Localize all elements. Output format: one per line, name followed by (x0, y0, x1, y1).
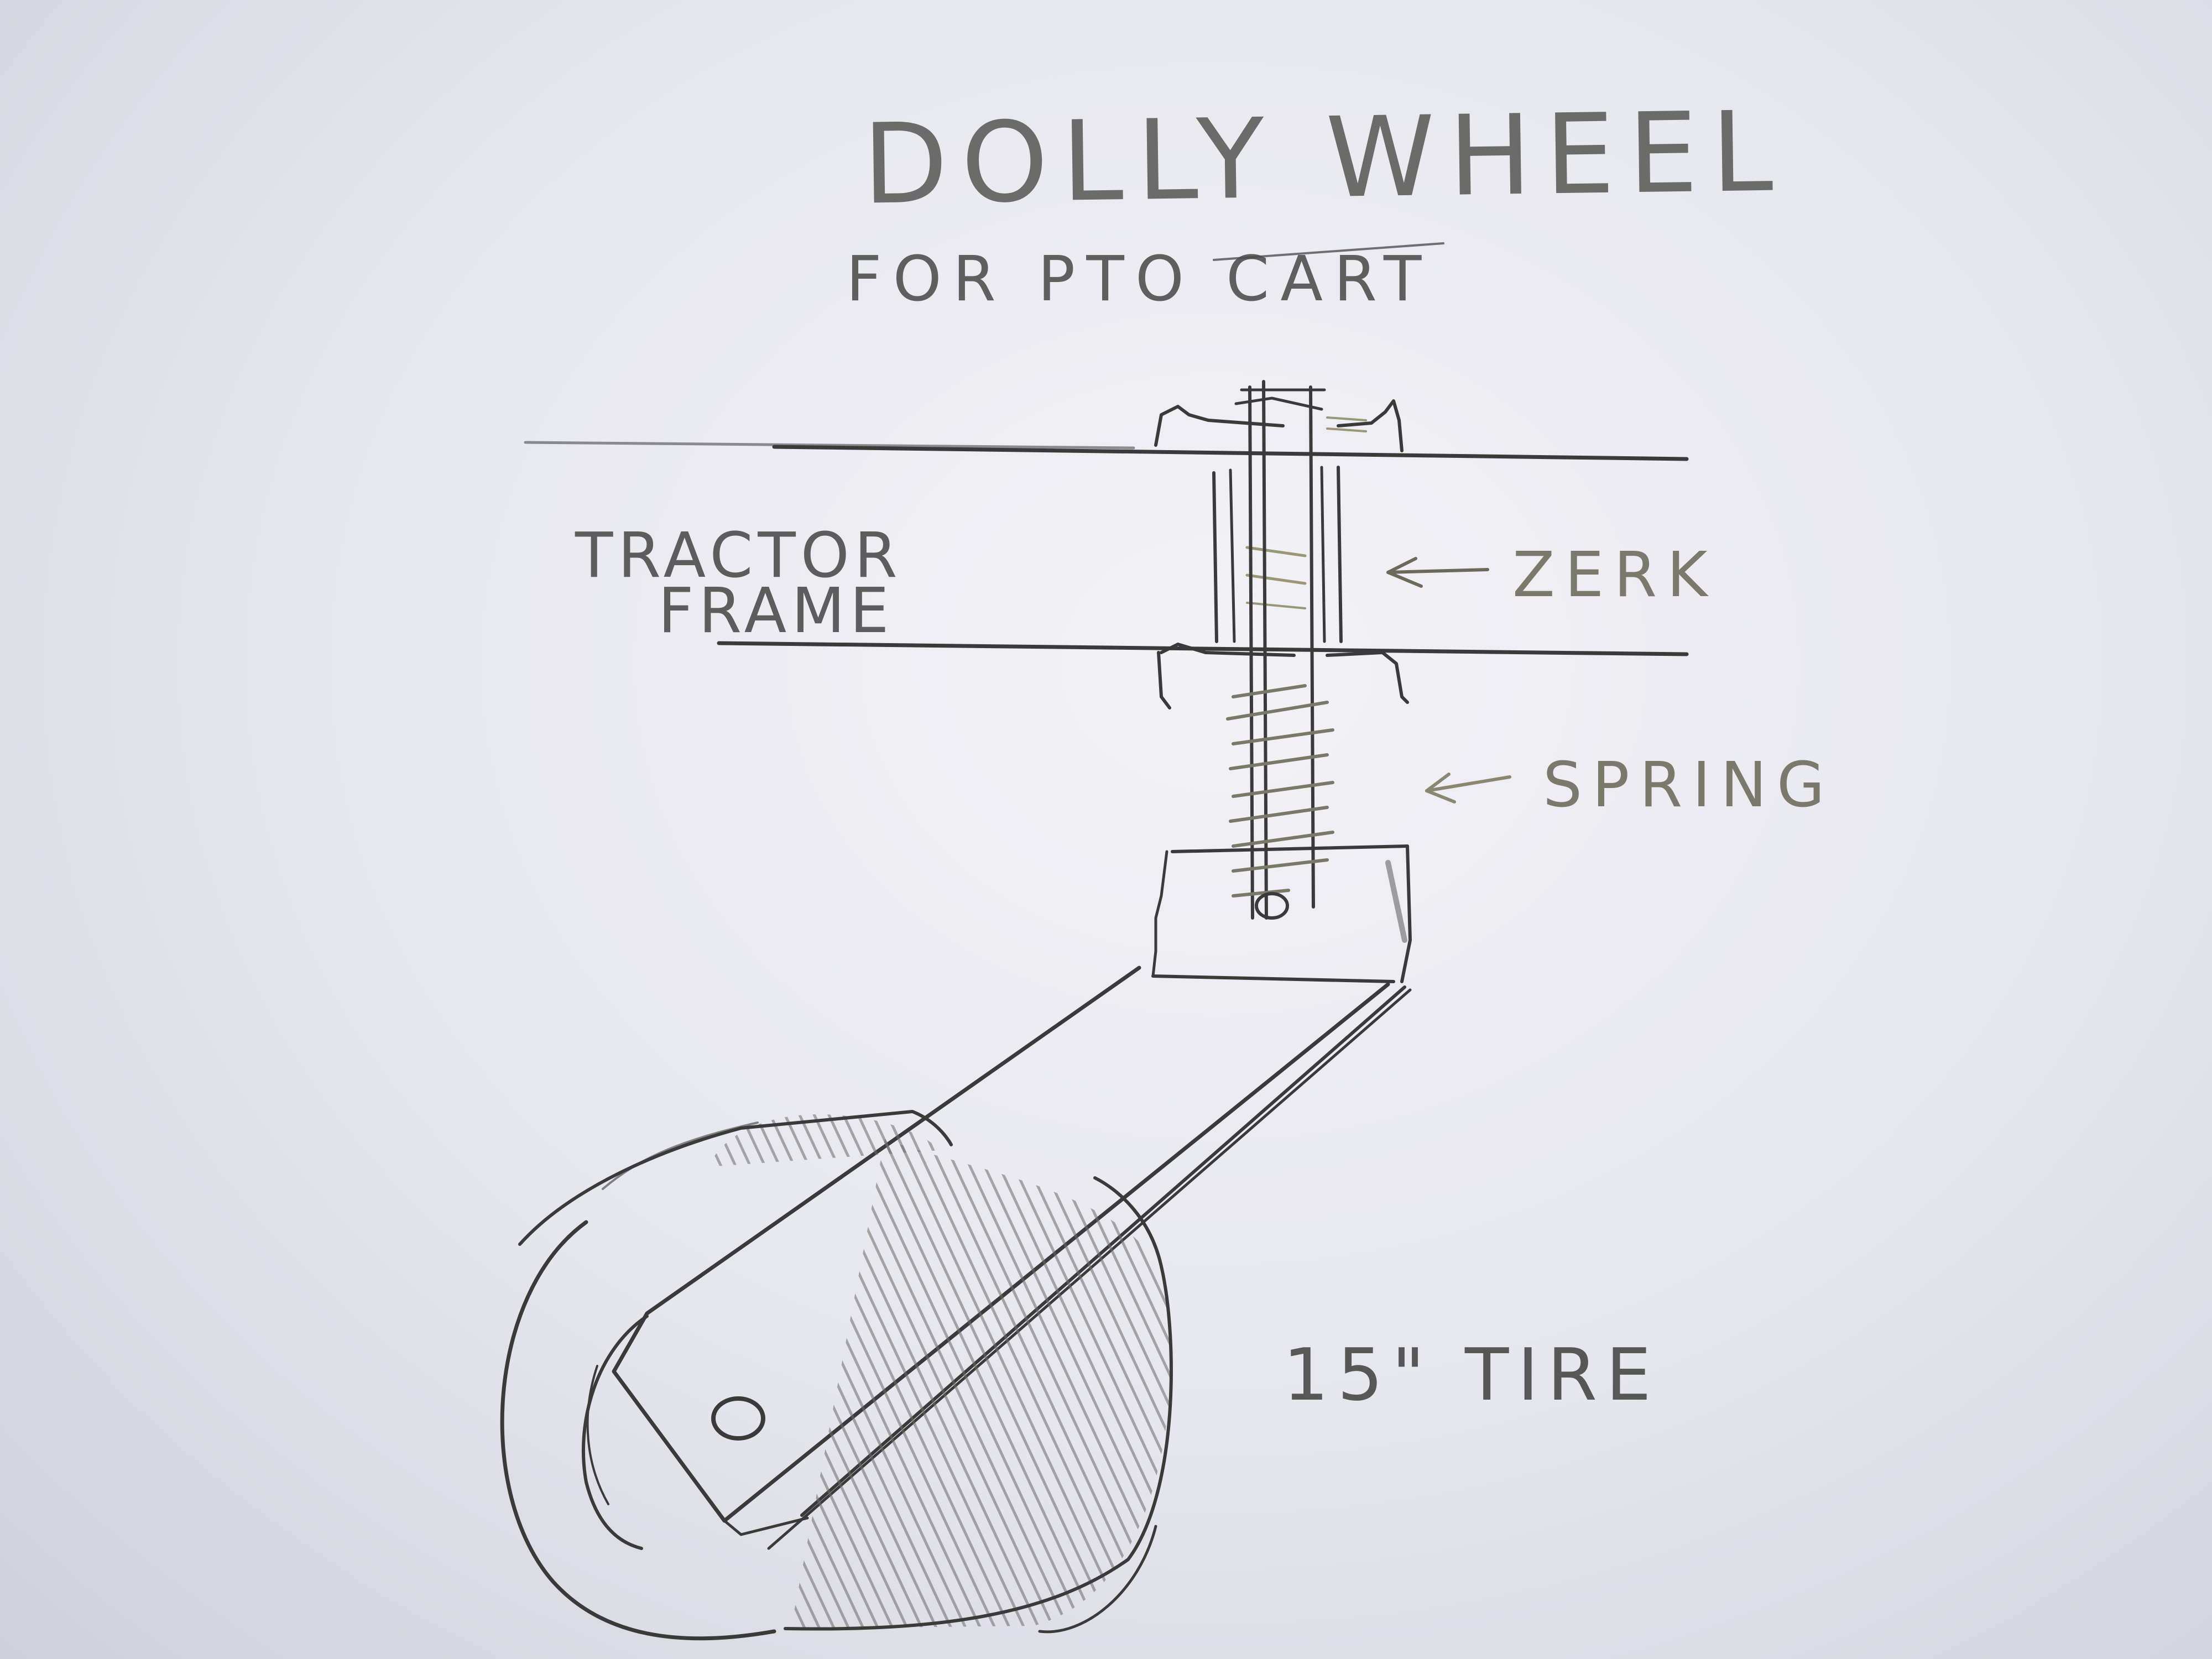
tire (500, 1110, 1173, 1641)
tire-label: 15" TIRE (1283, 1333, 1660, 1417)
tractor-frame (524, 441, 1689, 656)
shaft (1234, 380, 1367, 920)
page-title: DOLLY WHEEL (862, 87, 1787, 229)
spring-arrow (1425, 773, 1511, 804)
bushing-housing (1154, 399, 1409, 709)
subtitle-underline (1213, 242, 1444, 261)
tractor-frame-label-line1: TRACTOR (575, 520, 902, 592)
zerk-arrow (1386, 557, 1489, 588)
tractor-frame-label-line2: FRAME (658, 575, 894, 647)
coil-spring (1226, 684, 1334, 898)
tractor-frame-label: TRACTOR FRAME (575, 520, 902, 647)
page-subtitle: FOR PTO CART (846, 243, 1433, 315)
pivot-block (1151, 844, 1412, 983)
zerk-label: ZERK (1512, 539, 1718, 611)
spring-label: SPRING (1543, 749, 1835, 821)
